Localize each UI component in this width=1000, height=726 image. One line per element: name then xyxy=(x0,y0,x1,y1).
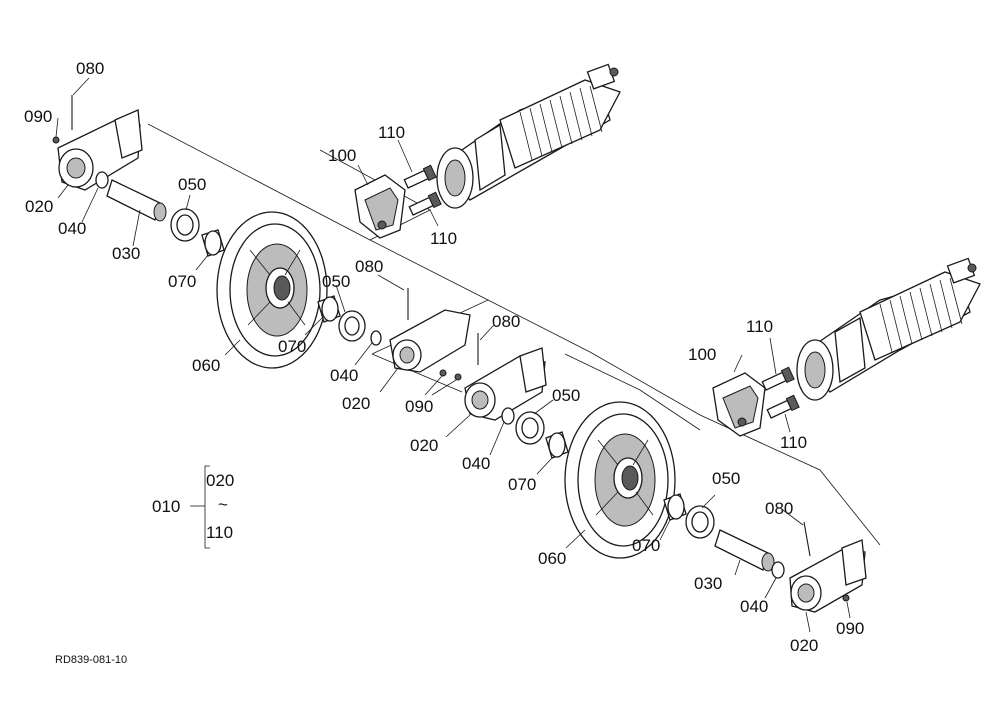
callout-060: 060 xyxy=(538,549,567,568)
callout-050: 050 xyxy=(712,469,741,488)
callout-110: 110 xyxy=(378,123,406,142)
callout-090: 090 xyxy=(405,397,434,416)
callout-020: 020 xyxy=(790,636,819,655)
legend-range-end: 110 xyxy=(206,523,234,542)
callout-060: 060 xyxy=(192,356,221,375)
ring-040-c xyxy=(501,407,515,425)
callout-080: 080 xyxy=(76,59,105,78)
callout-030: 030 xyxy=(112,244,141,263)
bushing-070-d xyxy=(663,493,687,521)
bracket-020-mid-right xyxy=(464,347,547,421)
screw-090-b2 xyxy=(454,373,462,381)
legend-assembly-number: 010 xyxy=(152,497,181,516)
bracket-100-upper xyxy=(354,174,406,239)
idler-wheel-060-a xyxy=(216,211,328,369)
callout-100: 100 xyxy=(688,345,717,364)
bracket-020-mid-left xyxy=(389,309,471,373)
idler-wheel-060-b xyxy=(564,401,676,559)
callout-050: 050 xyxy=(178,175,207,194)
screw-090-b1 xyxy=(439,369,447,377)
final-drive-lower xyxy=(796,257,981,401)
seal-050-a xyxy=(170,208,200,242)
bolts-110 xyxy=(403,164,800,419)
shaft-030-b xyxy=(714,529,775,572)
bushing-070-c xyxy=(545,431,569,459)
screw-090-c xyxy=(842,594,850,602)
callout-110: 110 xyxy=(780,433,808,452)
legend-range-separator: ~ xyxy=(218,495,228,514)
leader-lines xyxy=(55,77,851,633)
callout-090: 090 xyxy=(836,619,865,638)
callout-110: 110 xyxy=(430,229,458,248)
bracket-020-upper-left xyxy=(57,109,143,191)
ring-040-d xyxy=(771,561,785,579)
callout-070: 070 xyxy=(508,475,537,494)
drawing-code: RD839-081-10 xyxy=(55,654,128,666)
callout-080: 080 xyxy=(492,312,521,331)
callout-020: 020 xyxy=(25,197,54,216)
callout-070: 070 xyxy=(168,272,197,291)
final-drive-upper xyxy=(436,63,621,209)
callout-040: 040 xyxy=(462,454,491,473)
callout-080: 080 xyxy=(765,499,794,518)
ring-040-a xyxy=(95,171,109,189)
bushing-070-b xyxy=(317,295,341,323)
callout-090: 090 xyxy=(24,107,53,126)
callout-020: 020 xyxy=(410,436,439,455)
shaft-030-a xyxy=(106,179,167,222)
callout-040: 040 xyxy=(58,219,87,238)
callout-050: 050 xyxy=(552,386,581,405)
callout-040: 040 xyxy=(330,366,359,385)
callout-070: 070 xyxy=(278,337,307,356)
ring-040-b xyxy=(370,330,382,346)
callout-100: 100 xyxy=(328,146,357,165)
seal-050-d xyxy=(685,505,715,539)
bracket-100-lower xyxy=(712,372,766,437)
callout-020: 020 xyxy=(342,394,371,413)
callout-040: 040 xyxy=(740,597,769,616)
callout-080: 080 xyxy=(355,257,384,276)
callout-030: 030 xyxy=(694,574,723,593)
bracket-020-lower-right xyxy=(789,539,867,613)
legend-bracket xyxy=(190,465,210,549)
seal-050-c xyxy=(515,411,545,445)
callout-070: 070 xyxy=(632,536,661,555)
bushing-070-a xyxy=(201,229,225,257)
callout-110: 110 xyxy=(746,317,774,336)
seal-050-b xyxy=(338,310,366,342)
legend-range-start: 020 xyxy=(206,471,235,490)
screw-090-a xyxy=(52,136,60,144)
callout-050: 050 xyxy=(322,272,351,291)
pin-080-d xyxy=(803,521,811,557)
